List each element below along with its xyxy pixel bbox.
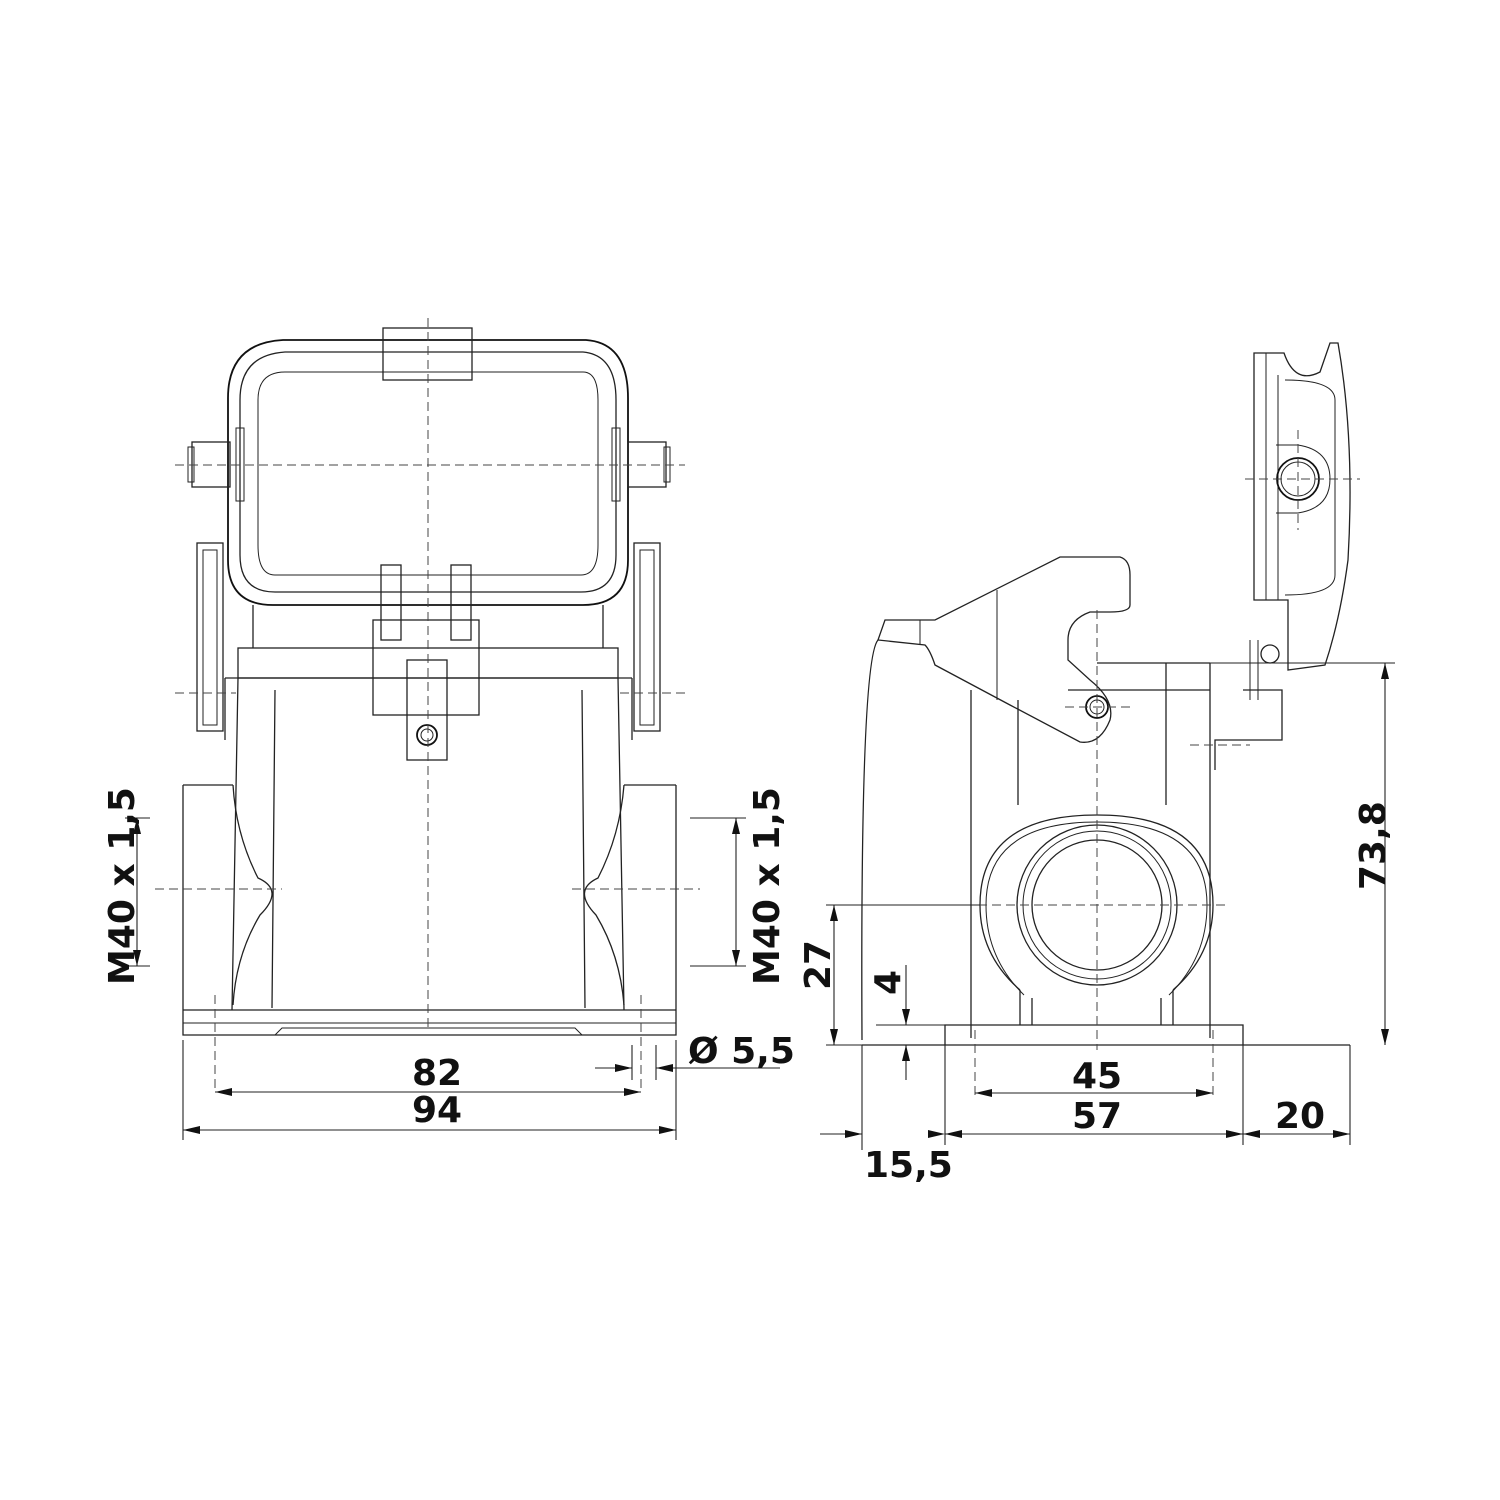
- hinged-cover: [1253, 342, 1351, 671]
- dim-20: 20: [1275, 1096, 1325, 1137]
- dim-15-5: 15,5: [864, 1145, 953, 1186]
- locking-lever: [877, 556, 1131, 743]
- dim-82: 82: [412, 1053, 462, 1094]
- front-dimensions: M40 x 1,5 M40 x 1,5 82 94 Ø 5,5: [102, 787, 795, 1140]
- dim-45: 45: [1072, 1056, 1122, 1097]
- center-latch: [372, 564, 480, 761]
- thread-label-right: M40 x 1,5: [747, 787, 788, 985]
- side-view: [861, 342, 1360, 1100]
- locking-lever-frame: [187, 327, 671, 606]
- hinge-wheel-right: [633, 542, 661, 732]
- thread-label-left: M40 x 1,5: [102, 787, 143, 985]
- hinge-wheel-left: [196, 542, 224, 732]
- dim-hole-diameter: Ø 5,5: [688, 1031, 795, 1072]
- front-view: [155, 318, 700, 1090]
- dim-73-8: 73,8: [1353, 801, 1394, 890]
- side-dimensions: 73,8 27 4 45 57 15,5 20: [798, 662, 1395, 1186]
- dim-94: 94: [412, 1090, 462, 1131]
- dim-4: 4: [868, 970, 909, 995]
- dim-57: 57: [1072, 1096, 1122, 1137]
- dim-27: 27: [798, 940, 839, 990]
